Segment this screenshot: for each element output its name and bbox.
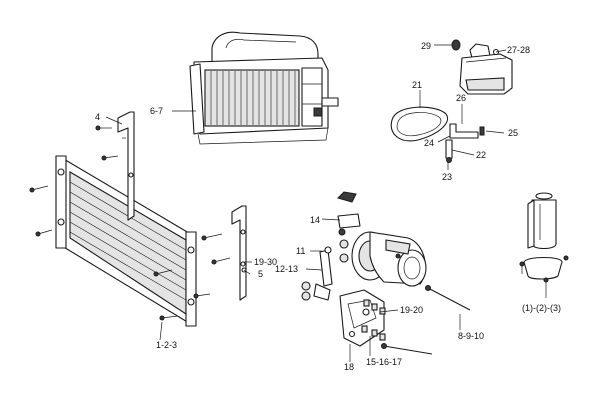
callout-1-2-3: 1-2-3 [156, 340, 177, 350]
leader-lines [105, 44, 547, 362]
callout-12-13: 12-13 [275, 264, 298, 274]
callout-25: 25 [508, 128, 518, 138]
callout-19-20: 19-20 [400, 305, 423, 315]
evaporator-unit [189, 31, 339, 145]
refrigerant-pipe [445, 123, 485, 163]
condenser [55, 155, 197, 327]
callout-21: 21 [412, 80, 422, 90]
callout-receiver-123: (1)-(2)-(3) [522, 303, 561, 313]
receiver-drier [519, 192, 569, 283]
callout-11: 11 [296, 246, 305, 256]
callout-22: 22 [476, 150, 486, 160]
callout-27-28: 27-28 [507, 45, 530, 55]
condenser-bolts [29, 125, 247, 321]
callout-24: 24 [424, 138, 434, 148]
callout-14: 14 [310, 215, 320, 225]
callout-18: 18 [344, 362, 354, 372]
bracket-left [117, 111, 135, 221]
compressor-assembly [301, 191, 471, 355]
callout-labels: 4 6-7 29 27-28 21 26 25 24 22 23 14 11 1… [95, 41, 561, 372]
callout-23: 23 [442, 172, 452, 182]
callout-5: 5 [258, 269, 263, 279]
callout-4: 4 [95, 112, 100, 122]
callout-6-7: 6-7 [150, 106, 163, 116]
callout-8-9-10: 8-9-10 [458, 331, 484, 341]
callout-15-16-17: 15-16-17 [366, 357, 402, 367]
callout-29: 29 [421, 41, 431, 51]
bracket-right [231, 205, 247, 301]
callout-26: 26 [456, 93, 466, 103]
washer-reservoir [451, 39, 513, 95]
drive-belt [390, 106, 448, 142]
callout-19-30: 19-30 [254, 257, 277, 267]
